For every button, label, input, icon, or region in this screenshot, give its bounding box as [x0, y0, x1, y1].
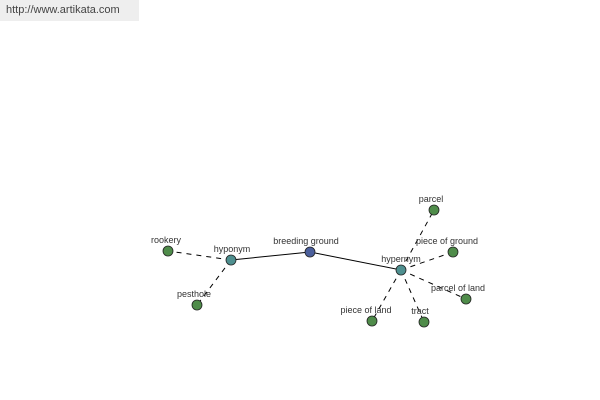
node-label-piece-of-land[interactable]: piece of land	[340, 305, 391, 315]
node-pesthole[interactable]	[191, 299, 203, 311]
node-piece-of-land[interactable]	[366, 315, 378, 327]
node-label-hypernym[interactable]: hypernym	[381, 254, 421, 264]
node-parcel-of-land[interactable]	[460, 293, 472, 305]
node-center[interactable]	[304, 246, 316, 258]
node-tract[interactable]	[418, 316, 430, 328]
node-rookery[interactable]	[162, 245, 174, 257]
node-label-tract[interactable]: tract	[411, 306, 429, 316]
edge-center-hyponym	[230, 251, 311, 261]
node-parcel[interactable]	[428, 204, 440, 216]
node-piece-of-ground[interactable]	[447, 246, 459, 258]
node-label-parcel-of-land[interactable]: parcel of land	[431, 283, 485, 293]
edge-hypernym-parcel	[400, 209, 435, 271]
node-hyponym[interactable]	[225, 254, 237, 266]
edges-layer	[167, 209, 467, 323]
node-label-parcel[interactable]: parcel	[419, 194, 444, 204]
node-label-hyponym[interactable]: hyponym	[214, 244, 251, 254]
edge-hypernym-parcel-of-land	[400, 269, 467, 300]
labels-layer: breeding ground hyponym hypernym rookery pes…	[151, 194, 485, 316]
edge-hyponym-rookery	[167, 250, 232, 261]
nodes-layer	[162, 204, 472, 328]
node-label-center[interactable]: breeding ground	[273, 236, 339, 246]
node-hypernym[interactable]	[395, 264, 407, 276]
edge-center-hypernym	[309, 251, 402, 271]
node-label-piece-of-ground[interactable]: piece of ground	[416, 236, 478, 246]
node-label-pesthole[interactable]: pesthole	[177, 289, 211, 299]
node-label-rookery[interactable]: rookery	[151, 235, 182, 245]
watermark-link[interactable]: http://www.artikata.com	[0, 0, 139, 21]
